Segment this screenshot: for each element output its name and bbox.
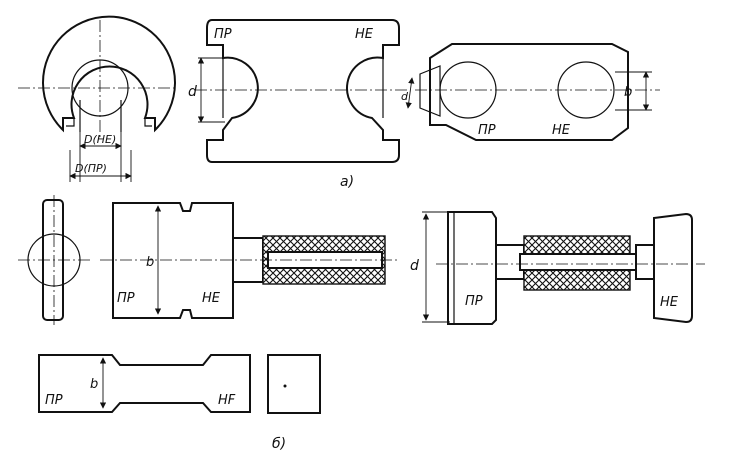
label-pr-a3: ПР: [478, 123, 496, 138]
caption-b: б): [272, 436, 286, 452]
label-b-a3: b: [624, 85, 632, 100]
label-pr-b3: ПР: [465, 294, 483, 309]
label-ne-b3: НЕ: [660, 295, 679, 310]
flat-double-gauge: ПР НF b: [38, 354, 251, 413]
label-pr-b4: ПР: [45, 393, 63, 408]
label-ne-a2: НЕ: [355, 27, 374, 42]
plug-gauge-end-view: [18, 195, 90, 325]
adjustable-snap-gauge: ПР НЕ b d: [401, 43, 660, 141]
double-plate-snap-gauge: ПР НЕ d: [188, 19, 410, 163]
horseshoe-snap-gauge: D(НЕ) D(ПР): [18, 15, 178, 182]
label-nf-b4: НF: [218, 393, 236, 408]
caption-a: а): [340, 174, 354, 190]
label-pr-b2: ПР: [117, 291, 135, 306]
label-b-b4: b: [90, 377, 98, 392]
label-d-a2: d: [188, 84, 197, 100]
flat-plug-gauge: ПР НЕ b: [100, 202, 400, 319]
flat-gauge-end-view: [267, 354, 321, 414]
label-b-b2: b: [146, 255, 154, 270]
cylindrical-plug-gauge: ПР НЕ d: [410, 211, 705, 325]
label-d-b3: d: [410, 258, 419, 274]
label-ne-a3: НЕ: [552, 123, 571, 138]
dim-label-d-ne: D(НЕ): [84, 133, 116, 146]
label-ne-b2: НЕ: [202, 291, 221, 306]
dim-label-d-pr: D(ПР): [75, 162, 107, 175]
label-d-a3: d: [401, 90, 409, 103]
label-pr-a2: ПР: [214, 27, 232, 42]
